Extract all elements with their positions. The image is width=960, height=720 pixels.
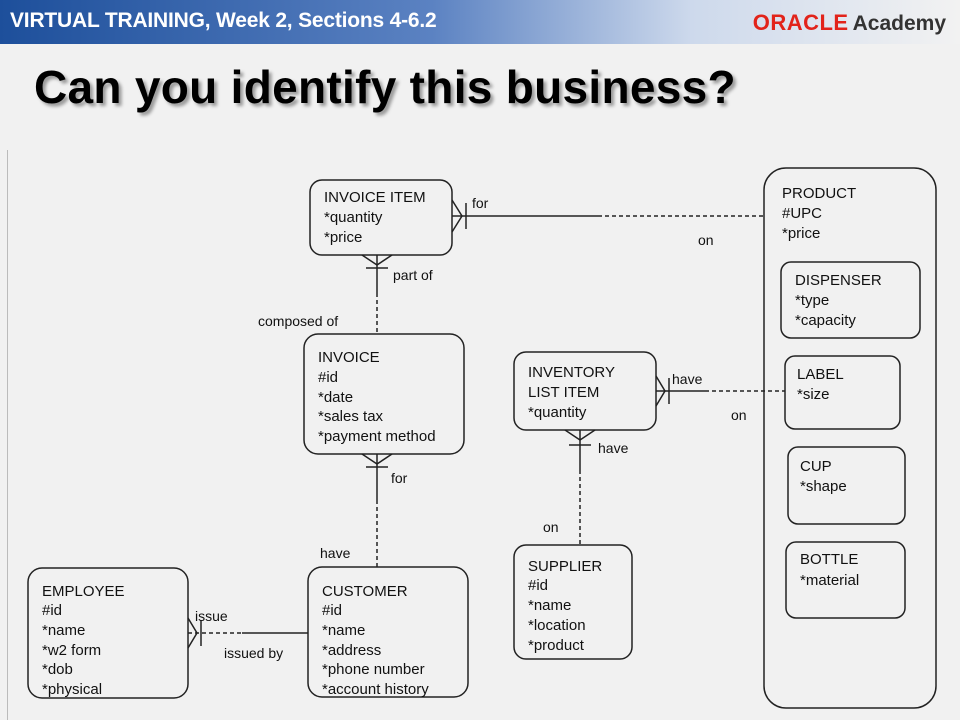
entity-invoice-attr: *payment method [318,428,436,445]
relationship-inventory-supplier [564,429,596,545]
entity-product-attr: *price [782,225,820,242]
entity-employee-name: EMPLOYEE [42,583,125,600]
entity-box-cup [787,446,906,525]
entity-supplier-attr: *product [528,637,585,654]
relationship-invoice-item-invoice [361,254,393,334]
rel-label-for: for [391,470,408,486]
slide-title: Can you identify this business? [34,61,736,113]
relationship-employee-customer [187,617,308,649]
entity-cup-name: CUP [800,458,832,475]
relationship-inventory-product [655,375,785,407]
course-title: VIRTUAL TRAINING, Week 2, Sections 4-6.2 [10,9,437,32]
entity-supplier-attr: *name [528,597,571,614]
entity-cup-attr: *shape [800,478,847,495]
entity-customer-attr: *address [322,642,381,659]
entity-box-label [784,355,901,430]
entity-bottle-name: BOTTLE [800,551,858,568]
rel-label-issue: issue [195,608,228,624]
entity-dispenser-name: DISPENSER [795,272,882,289]
relationship-invoice-item-product [451,199,764,233]
entity-employee-attr: *dob [42,661,73,678]
entity-bottle-attr: *material [800,572,859,589]
divider [7,150,8,720]
rel-label-have: have [672,371,703,387]
entity-invoice-item-name: INVOICE ITEM [324,189,426,206]
rel-label-have: have [320,545,351,561]
entity-invoice-name: INVOICE [318,349,380,366]
header-bar: VIRTUAL TRAINING, Week 2, Sections 4-6.2… [0,0,960,44]
relationship-invoice-customer [361,453,393,567]
rel-label-have: have [598,440,629,456]
entity-label-attr: *size [797,386,830,403]
entity-employee-attr: #id [42,602,62,619]
entity-supplier-attr: *location [528,617,586,634]
logo-oracle: ORACLE [752,10,849,35]
entity-box-invoice [303,333,465,455]
entity-inventory-attr: *quantity [528,404,587,421]
entity-box-invoice-item [309,179,453,256]
entity-invoice-attr: *date [318,389,353,406]
entity-box-customer [307,566,469,698]
rel-label-issued-by: issued by [224,645,283,661]
entity-customer-attr: #id [322,602,342,619]
entity-inventory-name-line2: LIST ITEM [528,384,599,401]
entity-box-product [763,167,937,709]
entity-box-dispenser [780,261,921,339]
entity-product-name: PRODUCT [782,185,856,202]
entity-supplier-attr: #id [528,577,548,594]
entity-box-supplier [513,544,633,660]
rel-label-for: for [472,195,489,211]
entity-invoice-attr: *sales tax [318,408,384,425]
entity-invoice-item-attr: *quantity [324,209,383,226]
entity-supplier-name: SUPPLIER [528,558,602,575]
entity-dispenser-attr: *type [795,292,829,309]
entity-customer-attr: *account history [322,681,429,698]
entity-inventory-name-line1: INVENTORY [528,364,615,381]
rel-label-on: on [731,407,747,423]
rel-label-part-of: part of [393,267,433,283]
rel-label-on: on [543,519,559,535]
rel-label-on: on [698,232,714,248]
entity-customer-attr: *name [322,622,365,639]
entity-customer-name: CUSTOMER [322,583,408,600]
entity-employee-attr: *w2 form [42,642,101,659]
entity-employee-attr: *physical [42,681,102,698]
logo-academy: Academy [852,12,946,35]
entity-invoice-attr: #id [318,369,338,386]
entity-dispenser-attr: *capacity [795,312,856,329]
entity-label-name: LABEL [797,366,844,383]
entity-customer-attr: *phone number [322,661,425,678]
entity-invoice-item-attr: *price [324,229,362,246]
entity-product-attr: #UPC [782,205,822,222]
entity-box-bottle [785,541,906,619]
rel-label-composed-of: composed of [258,313,338,329]
entity-employee-attr: *name [42,622,85,639]
